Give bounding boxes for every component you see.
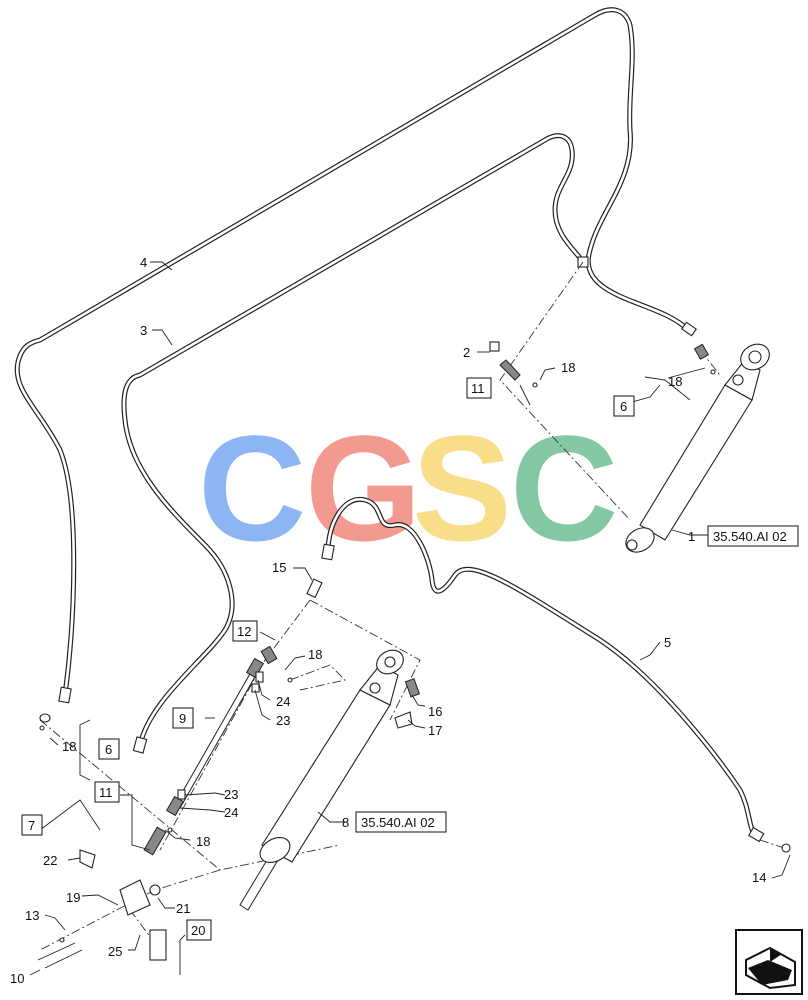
part-11a-fitting (499, 359, 521, 381)
tube-9 (165, 657, 265, 817)
box-11-b: 11 (94, 781, 120, 803)
part-12-fitting (260, 645, 278, 665)
part-24a (255, 671, 264, 683)
callout-8: 8 (342, 815, 349, 830)
box-20: 20 (186, 919, 212, 941)
cylinder-1 (625, 343, 770, 553)
svg-text:11: 11 (99, 785, 113, 800)
part-16 (404, 678, 421, 698)
watermark-letter-4: C (510, 404, 618, 572)
part-22 (79, 849, 96, 869)
callout-numbers: 1 2 3 4 5 8 10 13 14 15 16 17 18 18 18 1… (10, 255, 766, 986)
box-7: 7 (21, 814, 43, 836)
boxed-callouts: 6 6 7 9 11 11 12 20 (21, 377, 799, 941)
hose-5 (325, 496, 758, 838)
callout-23-a: 23 (276, 713, 290, 728)
callout-18-a: 18 (561, 360, 575, 375)
svg-text:6: 6 (620, 399, 627, 414)
part-23b (177, 789, 186, 800)
callout-1: 1 (688, 529, 695, 544)
hose-4 (14, 7, 691, 698)
callout-5: 5 (664, 635, 671, 650)
ref-box-cylinder-1: 35.540.AI 02 (707, 525, 799, 547)
small-parts (37, 341, 791, 969)
watermark-letter-3: S (412, 404, 512, 572)
callout-19: 19 (66, 890, 80, 905)
svg-text:11: 11 (471, 381, 485, 396)
callout-14: 14 (752, 870, 766, 885)
ref-box-cylinder-8: 35.540.AI 02 (355, 811, 447, 833)
callout-16: 16 (428, 704, 442, 719)
svg-text:7: 7 (28, 818, 35, 833)
svg-text:35.540.AI 02: 35.540.AI 02 (361, 815, 435, 830)
box-11-a: 11 (466, 377, 492, 399)
part-15 (306, 578, 323, 599)
callout-3: 3 (140, 323, 147, 338)
cylinder-8 (239, 649, 404, 911)
svg-text:6: 6 (105, 742, 112, 757)
callout-17: 17 (428, 723, 442, 738)
svg-text:12: 12 (237, 624, 251, 639)
callout-18-c: 18 (308, 647, 322, 662)
callout-2: 2 (463, 345, 470, 360)
callout-22: 22 (43, 853, 57, 868)
watermark-letter-1: C (198, 404, 306, 572)
hose-3 (121, 133, 586, 748)
watermark-letter-2: G (305, 404, 422, 572)
part-11b-fitting (143, 826, 167, 856)
box-9: 9 (172, 707, 194, 729)
part-21 (149, 884, 161, 896)
leader-lines (29, 261, 791, 976)
callout-18-b: 18 (668, 374, 682, 389)
part-2 (489, 341, 500, 352)
watermark: C G S C (198, 404, 618, 572)
part-19 (119, 879, 151, 916)
callout-18-d: 18 (62, 739, 76, 754)
callout-24-b: 24 (224, 805, 238, 820)
part-14 (781, 843, 791, 853)
box-12: 12 (232, 620, 258, 642)
callout-10: 10 (10, 971, 24, 986)
callout-23-b: 23 (224, 787, 238, 802)
callout-15: 15 (272, 560, 286, 575)
svg-text:20: 20 (191, 923, 205, 938)
part-20 (149, 929, 167, 961)
previous-page-arrow-icon[interactable] (735, 929, 803, 995)
callout-21: 21 (176, 901, 190, 916)
callout-4: 4 (140, 255, 147, 270)
part-17 (394, 711, 413, 729)
box-6-b: 6 (98, 738, 120, 760)
callout-18-e: 18 (196, 834, 210, 849)
callout-25: 25 (108, 944, 122, 959)
svg-text:35.540.AI 02: 35.540.AI 02 (713, 529, 787, 544)
box-6-a: 6 (613, 395, 635, 417)
callout-24-a: 24 (276, 694, 290, 709)
callout-13: 13 (25, 908, 39, 923)
svg-text:9: 9 (179, 711, 186, 726)
